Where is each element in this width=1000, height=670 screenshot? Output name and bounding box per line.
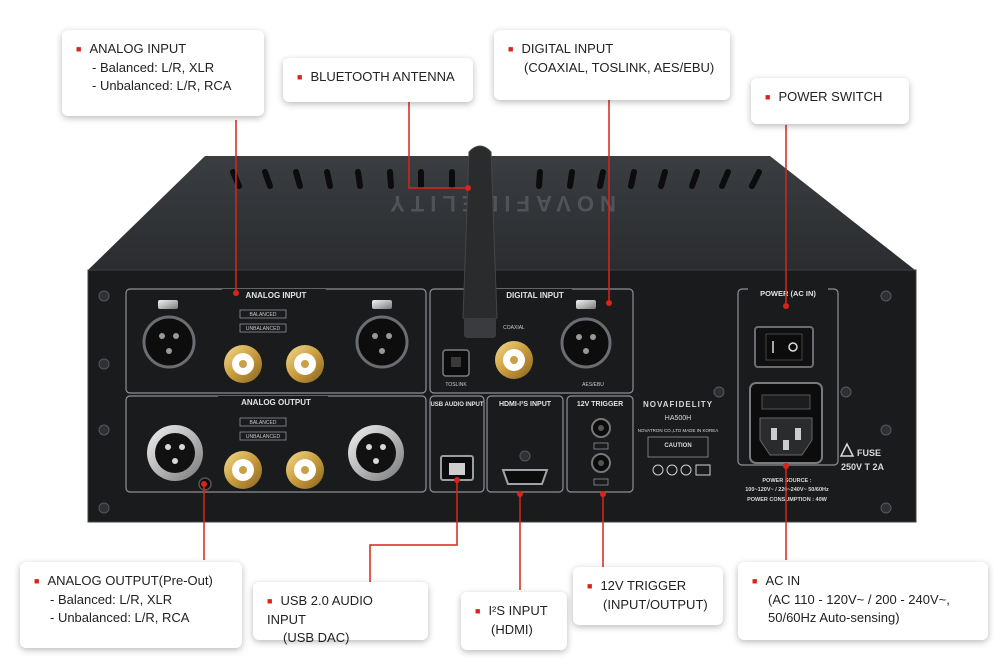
callout-usb-title: USB 2.0 AUDIO INPUT: [267, 592, 414, 629]
trigger-in-jack: [591, 418, 611, 438]
callout-usb-line1: (USB DAC): [283, 630, 350, 645]
label-usb-audio: USB AUDIO INPUT: [430, 402, 483, 408]
xlr-out-left: [147, 425, 203, 481]
vent-slots: [230, 169, 762, 189]
xlr-out-right: [348, 425, 404, 481]
callout-power-switch: POWER SWITCH: [751, 78, 909, 124]
callout-analog-input: ANALOG INPUT - Balanced: L/R, XLR - Unba…: [62, 30, 264, 116]
callout-trigger: 12V TRIGGER (INPUT/OUTPUT): [573, 567, 723, 625]
power-source-2: 100~120V~ / 220~240V~ 50/60Hz: [745, 487, 829, 493]
label-digital-input: DIGITAL INPUT: [506, 291, 564, 300]
callout-i2s-title: I²S INPUT: [475, 602, 553, 621]
label-unbalanced-in: UNBALANCED: [246, 326, 281, 332]
callout-digital-input: DIGITAL INPUT (COAXIAL, TOSLINK, AES/EBU…: [494, 30, 730, 100]
callout-analog-input-line1: - Balanced: L/R, XLR: [92, 60, 215, 75]
trigger-out-jack: [591, 453, 611, 473]
usb-b-port: [440, 455, 474, 481]
label-toslink: TOSLINK: [445, 382, 467, 388]
callout-bluetooth-title: BLUETOOTH ANTENNA: [297, 68, 459, 87]
callout-ac-in: AC IN (AC 110 - 120V~ / 200 - 240V~, 50/…: [738, 562, 988, 640]
leader-lines: [203, 100, 787, 590]
leader-dots: [201, 185, 789, 497]
callout-i2s-line1: (HDMI): [491, 622, 533, 637]
callout-bluetooth: BLUETOOTH ANTENNA: [283, 58, 473, 102]
xlr-in-right: [355, 300, 409, 369]
rca-in-right: [286, 345, 324, 383]
cert-icons: [652, 464, 711, 476]
callout-ac-in-line1: (AC 110 - 120V~ / 200 - 240V~,: [768, 592, 950, 607]
hdmi-screw: [519, 450, 531, 462]
label-balanced-out: BALANCED: [250, 420, 277, 426]
callout-ac-in-title: AC IN: [752, 572, 974, 591]
callout-analog-output-title: ANALOG OUTPUT(Pre-Out): [34, 572, 228, 591]
toslink-port: [442, 349, 470, 377]
fuse-label: FUSE: [857, 448, 881, 458]
label-unbalanced-out: UNBALANCED: [246, 434, 281, 440]
label-balanced-in: BALANCED: [250, 312, 277, 318]
ac-inlet: [749, 382, 823, 464]
callout-usb: USB 2.0 AUDIO INPUT (USB DAC): [253, 582, 428, 645]
caution-label: CAUTION: [664, 443, 691, 449]
callout-analog-input-line2: - Unbalanced: L/R, RCA: [92, 78, 232, 93]
callout-digital-input-title: DIGITAL INPUT: [508, 40, 716, 59]
label-coaxial: COAXIAL: [503, 325, 525, 331]
label-hdmi-i2s: HDMI-I²S INPUT: [499, 401, 552, 408]
callout-analog-output-line1: - Balanced: L/R, XLR: [50, 592, 173, 607]
label-trigger: 12V TRIGGER: [577, 401, 623, 408]
label-aes: AES/EBU: [582, 382, 604, 388]
fuse-rating: 250V T 2A: [841, 462, 885, 472]
power-source-3: POWER CONSUMPTION : 40W: [747, 497, 828, 503]
callout-i2s: I²S INPUT (HDMI): [461, 592, 567, 650]
callout-trigger-title: 12V TRIGGER: [587, 577, 709, 596]
callout-analog-input-title: ANALOG INPUT: [76, 40, 250, 59]
label-analog-output: ANALOG OUTPUT: [241, 398, 311, 407]
xlr-aes: [560, 300, 612, 369]
rca-out-left: [224, 451, 262, 489]
panel-company: NOVATRON CO.,LTD MADE IN KOREA: [638, 428, 719, 433]
label-analog-input: ANALOG INPUT: [246, 291, 307, 300]
callout-digital-input-line1: (COAXIAL, TOSLINK, AES/EBU): [524, 60, 715, 75]
hdmi-port: [501, 469, 549, 485]
callout-power-switch-title: POWER SWITCH: [765, 88, 895, 107]
callout-analog-output: ANALOG OUTPUT(Pre-Out) - Balanced: L/R, …: [20, 562, 242, 648]
chassis-top: [88, 156, 915, 270]
power-source-1: POWER SOURCE :: [762, 478, 811, 484]
rca-coaxial: [495, 341, 533, 379]
panel-screws: [98, 290, 892, 514]
rca-in-left: [224, 345, 262, 383]
callout-trigger-line1: (INPUT/OUTPUT): [603, 597, 708, 612]
panel-brand: NOVAFIDELITY: [643, 400, 713, 409]
label-power: POWER (AC IN): [760, 289, 816, 298]
panel-model: HA500H: [665, 415, 691, 422]
warning-icon: [839, 442, 855, 457]
rca-out-right: [286, 451, 324, 489]
top-logo: NOVAFIDELITY: [384, 191, 616, 216]
power-switch[interactable]: [754, 326, 814, 368]
callout-analog-output-line2: - Unbalanced: L/R, RCA: [50, 610, 190, 625]
bluetooth-antenna: [462, 145, 498, 338]
callout-ac-in-line2: 50/60Hz Auto-sensing): [768, 610, 900, 625]
xlr-in-left: [142, 300, 196, 369]
